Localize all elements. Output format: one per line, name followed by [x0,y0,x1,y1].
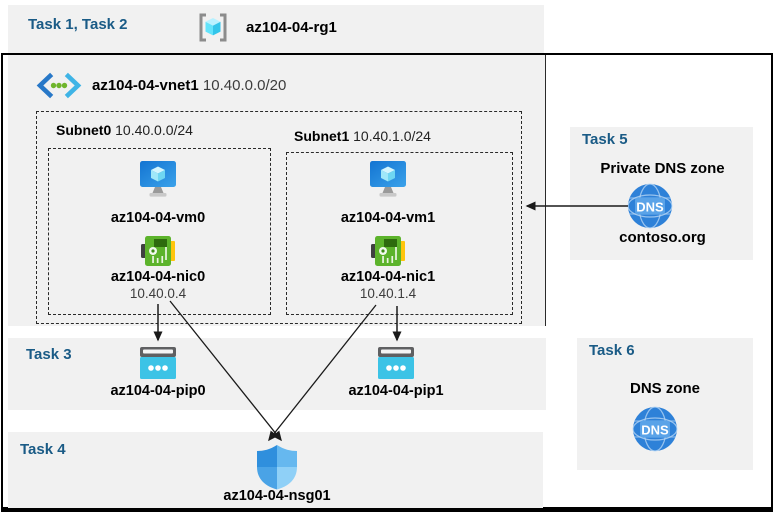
task5-label: Task 5 [582,131,628,148]
nic1-label: az104-04-nic1 [340,269,436,285]
resource-group-band [8,5,544,53]
private-dns-zone-name: contoso.org [619,229,706,246]
pip1-label: az104-04-pip1 [348,383,444,399]
vm1-label: az104-04-vm1 [340,210,436,226]
pip1-icon [378,347,414,380]
vm0-icon [139,160,177,199]
dns-zone-icon: DNS [632,406,678,452]
task4-label: Task 4 [20,441,66,458]
resource-group-name: az104-04-rg1 [246,19,337,36]
nic0-icon [141,234,175,268]
vnet-icon [36,72,82,99]
dns-zone-title: DNS zone [629,380,700,397]
subnet1-header: Subnet1 10.40.1.0/24 [294,128,431,144]
private-dns-zone-icon: DNS [627,183,673,229]
subnet1-name: Subnet1 [294,128,350,144]
vnet-title: az104-04-vnet1 10.40.0.0/20 [92,77,286,94]
dns-icon-text: DNS [641,423,669,438]
vnet-cidr: 10.40.0.0/20 [202,77,287,94]
task3-band [8,338,546,410]
nic1-ip: 10.40.1.4 [359,286,417,301]
task-1-2-label: Task 1, Task 2 [28,16,128,33]
pip0-icon [140,347,176,380]
vm0-label: az104-04-vm0 [110,210,206,226]
nic1-icon [371,234,405,268]
vnet-panel [8,55,546,326]
pip0-label: az104-04-pip0 [110,383,206,399]
subnet0-cidr: 10.40.0.0/24 [115,122,193,138]
resource-group-icon [197,12,229,43]
vnet-name: az104-04-vnet1 [92,77,199,94]
subnet0-name: Subnet0 [56,122,112,138]
task6-label: Task 6 [589,342,635,359]
subnet1-box [286,152,513,315]
nsg-label: az104-04-nsg01 [223,488,331,504]
subnet0-header: Subnet0 10.40.0.0/24 [56,122,193,138]
subnet0-box [48,148,271,315]
nic0-label: az104-04-nic0 [110,269,206,285]
nic0-ip: 10.40.0.4 [129,286,187,301]
dns-icon-text: DNS [636,200,664,215]
subnet1-cidr: 10.40.1.0/24 [353,128,431,144]
private-dns-zone-title: Private DNS zone [600,160,725,177]
nsg-shield-icon [256,444,298,490]
vm1-icon [369,160,407,199]
task3-label: Task 3 [26,346,72,363]
